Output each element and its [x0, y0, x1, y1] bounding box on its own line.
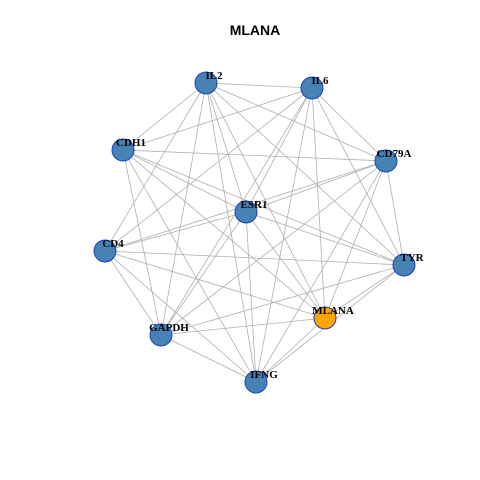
edge-il2-cd4 [104, 82, 207, 252]
node-label-cdh1: CDH1 [116, 137, 146, 149]
node-cdh1[interactable] [111, 138, 135, 162]
edge-cd4-mlana [104, 250, 326, 319]
node-label-il2: IL2 [205, 70, 223, 82]
edge-il6-tyr [311, 87, 405, 266]
edge-il6-mlana [311, 87, 326, 319]
edge-il2-tyr [205, 82, 405, 266]
node-label-cd79a: CD79A [377, 148, 412, 160]
edge-il2-mlana [205, 82, 326, 319]
edge-cdh1-mlana [122, 149, 326, 319]
edge-cd4-gapdh [104, 250, 162, 336]
edge-esr1-gapdh [160, 211, 247, 336]
edge-il2-cd79a [205, 82, 387, 162]
edge-il6-ifng [255, 87, 313, 383]
edge-gapdh-ifng [160, 334, 257, 383]
edge-cd4-ifng [104, 250, 257, 383]
edge-cdh1-gapdh [122, 149, 162, 336]
edge-cd79a-ifng [255, 160, 387, 383]
edge-cd79a-gapdh [160, 160, 387, 336]
edge-esr1-cd4 [104, 211, 247, 252]
node-label-cd4: CD4 [102, 238, 124, 250]
edge-cdh1-esr1 [122, 149, 247, 213]
edge-il6-cd4 [104, 87, 313, 252]
node-esr1[interactable] [234, 200, 258, 224]
node-gapdh[interactable] [149, 323, 173, 347]
edge-cdh1-cd79a [122, 149, 387, 162]
node-il6[interactable] [300, 76, 324, 100]
node-ifng[interactable] [244, 370, 268, 394]
edge-cd79a-tyr [385, 160, 405, 266]
edge-il2-esr1 [205, 82, 247, 213]
node-label-ifng: IFNG [250, 369, 278, 381]
node-il2[interactable] [194, 71, 218, 95]
edge-cd79a-esr1 [245, 160, 387, 213]
node-label-tyr: TYR [400, 252, 424, 264]
graph-title: MLANA [230, 22, 281, 38]
edge-esr1-ifng [245, 211, 257, 383]
edge-mlana-ifng [255, 317, 326, 383]
edge-mlana-gapdh [160, 317, 326, 336]
edge-cd79a-mlana [324, 160, 387, 319]
edge-il2-ifng [205, 82, 257, 383]
edge-il6-cd79a [311, 87, 387, 162]
edge-il2-il6 [205, 82, 313, 89]
edge-il6-esr1 [245, 87, 313, 213]
edge-esr1-mlana [245, 211, 326, 319]
node-cd79a[interactable] [374, 149, 398, 173]
edge-il2-cdh1 [122, 82, 207, 151]
node-label-esr1: ESR1 [241, 199, 268, 211]
node-label-gapdh: GAPDH [149, 322, 189, 334]
edge-esr1-tyr [245, 211, 405, 266]
node-tyr[interactable] [392, 253, 416, 277]
edge-cd4-tyr [104, 250, 405, 266]
edge-cdh1-ifng [122, 149, 257, 383]
edge-tyr-gapdh [160, 264, 405, 336]
nodes-layer [93, 71, 416, 394]
node-label-il6: IL6 [311, 75, 329, 87]
edge-cdh1-tyr [122, 149, 405, 266]
node-mlana[interactable] [313, 306, 337, 330]
edge-tyr-mlana [324, 264, 405, 319]
edge-il6-cdh1 [122, 87, 313, 151]
node-cd4[interactable] [93, 239, 117, 263]
node-label-mlana: MLANA [312, 305, 354, 317]
